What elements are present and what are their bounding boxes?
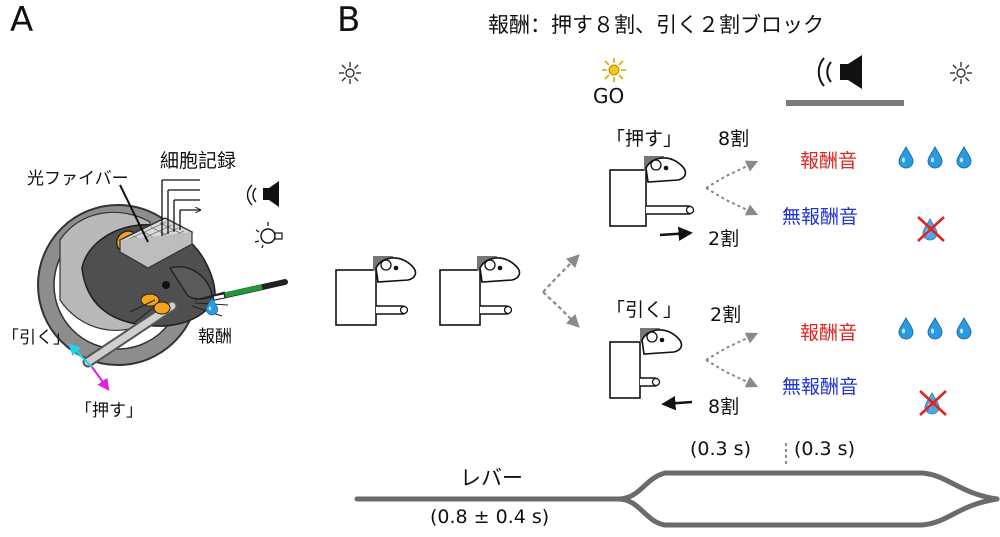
pull-80-label: 8割 <box>708 396 740 418</box>
mouse-waiting-2 <box>439 256 521 326</box>
no-reward-sound-pull: 無報酬音 <box>782 376 859 398</box>
pull-20-label: 2割 <box>710 304 742 326</box>
push-reward-arrow <box>705 160 759 189</box>
light-off-icon-end <box>949 61 973 85</box>
mouse-pull <box>609 328 683 399</box>
push-cue-label: 「押す」 <box>606 128 683 150</box>
reward-sound-pull: 報酬音 <box>800 322 858 344</box>
panel-a-label: A <box>10 0 34 40</box>
mouse-waiting-1 <box>335 256 417 326</box>
reward-label-a: 報酬 <box>198 327 232 347</box>
no-reward-sound-push: 無報酬音 <box>782 206 859 228</box>
pull-label-a: 「引く」 <box>2 328 70 348</box>
cell-recording-label: 細胞記録 <box>160 150 237 172</box>
push-direction-arrow <box>659 226 693 241</box>
sound-duration-bar <box>786 100 904 106</box>
panel-b-label: B <box>337 0 361 40</box>
push-label-a: 「押す」 <box>75 401 143 421</box>
panel-a-illustration <box>37 179 288 391</box>
push-20-label: 2割 <box>708 228 740 250</box>
go-label: GO <box>593 84 625 108</box>
pull-noreward-arrow <box>705 359 759 388</box>
pull-cue-label: 「引く」 <box>606 299 683 321</box>
timing-second-label: (0.3 s) <box>794 438 855 460</box>
lever-label: レバー <box>460 466 523 490</box>
push-80-label: 8割 <box>718 128 750 150</box>
wait-duration-label: (0.8 ± 0.4 s) <box>430 506 550 528</box>
pull-reward-arrow <box>705 332 759 361</box>
water-drops-pull <box>898 317 972 340</box>
branch-arrow-pull <box>542 291 580 328</box>
sound-icon <box>817 55 862 89</box>
pull-direction-arrow <box>661 395 693 411</box>
mouse-push <box>609 156 695 227</box>
push-noreward-arrow <box>705 187 759 216</box>
light-off-icon-start <box>338 61 362 85</box>
timing-first-label: (0.3 s) <box>690 438 751 460</box>
go-light-icon <box>602 58 626 82</box>
branch-arrow-push <box>542 254 580 293</box>
reward-sound-push: 報酬音 <box>800 150 858 172</box>
optic-fiber-label: 光ファイバー <box>27 169 129 189</box>
water-drops-push <box>898 146 972 169</box>
no-water-icon-pull <box>919 390 947 416</box>
no-water-icon-push <box>917 216 945 242</box>
lever-trace <box>354 470 1000 528</box>
block-title: 報酬：押す８割、引く２割ブロック <box>488 13 824 37</box>
